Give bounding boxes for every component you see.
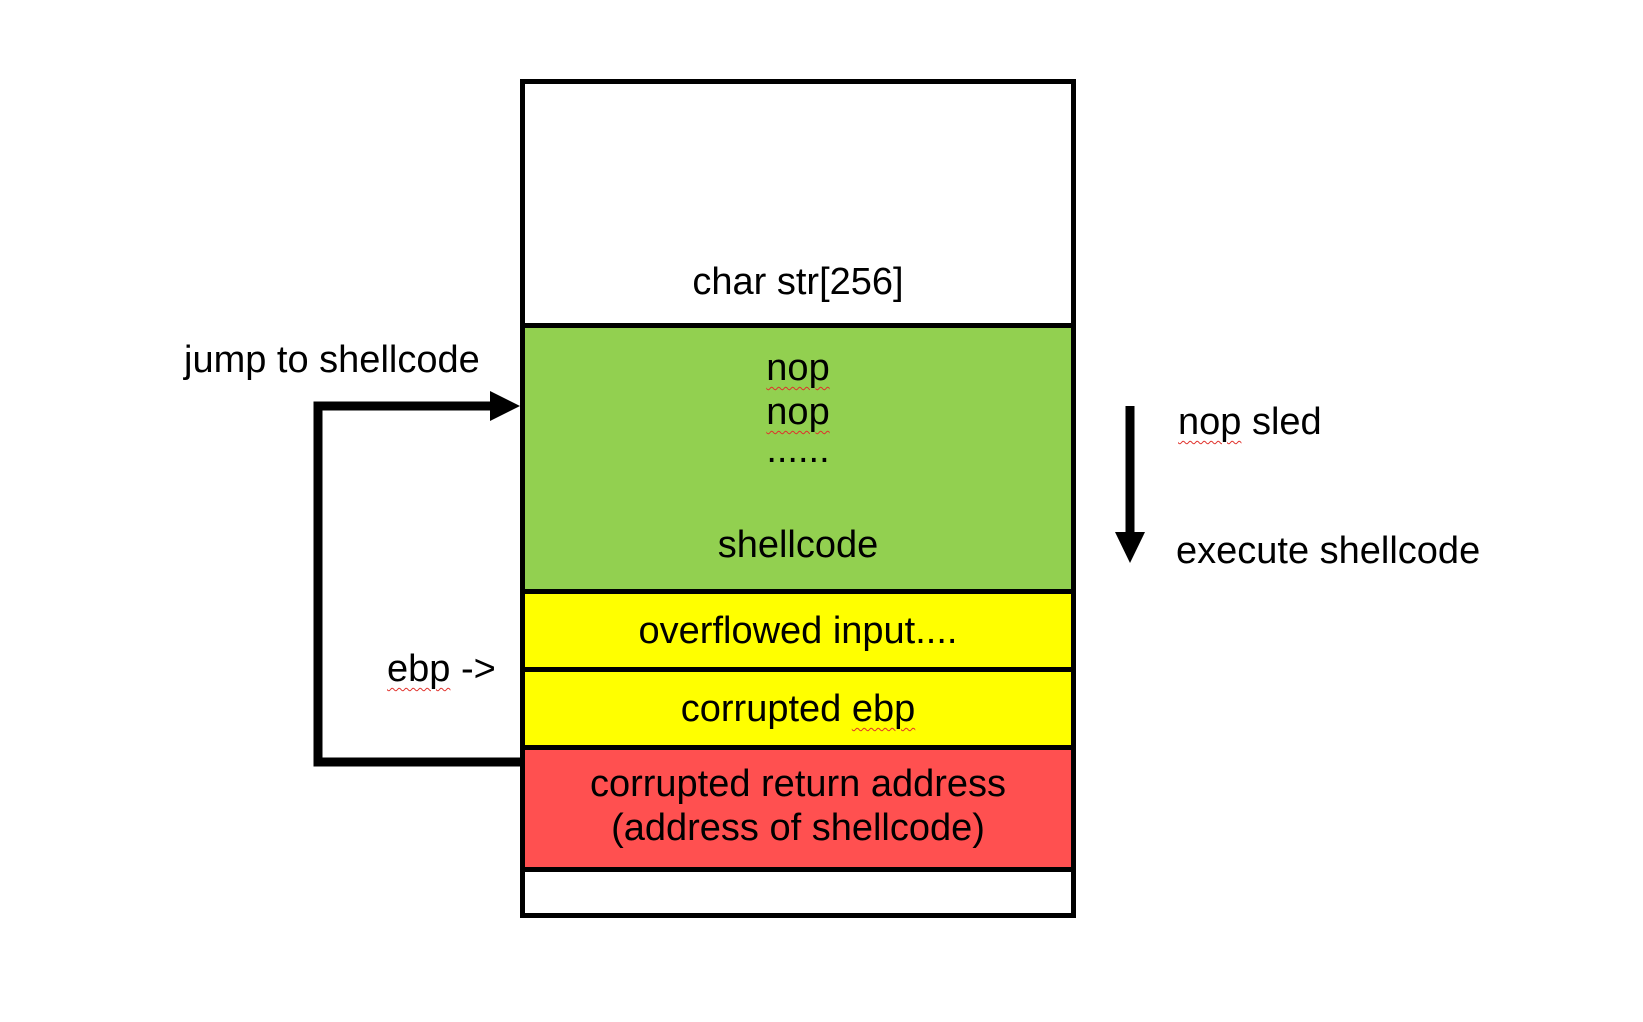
ebp-label-word: ebp: [851, 688, 916, 730]
ebp-pointer-arrow: ->: [450, 648, 496, 690]
ebp-label: corrupted ebp: [525, 687, 1071, 731]
nop-sled-word: nop: [1178, 401, 1242, 443]
down-arrow-icon: [1115, 406, 1145, 563]
execute-label: execute shellcode: [1176, 530, 1481, 572]
nop-line-2-text: nop: [766, 391, 830, 433]
ebp-label-prefix: corrupted: [680, 688, 852, 730]
nop-ellipsis: ......: [766, 429, 830, 471]
buffer-region: char str[256]: [525, 84, 1071, 323]
nop-sled-region: nop nop ...... shellcode: [525, 323, 1071, 589]
saved-ebp-region: corrupted ebp: [525, 667, 1071, 745]
nop-line-1: nop: [525, 346, 1071, 390]
ebp-pointer-label: ebp ->: [387, 647, 496, 691]
return-line-1: corrupted return address: [589, 763, 1007, 805]
nop-line-1-text: nop: [766, 347, 830, 389]
nop-line-2: nop: [525, 390, 1071, 434]
nop-sled-rest: sled: [1241, 401, 1322, 443]
jump-arrow-icon: [313, 391, 520, 767]
return-line-2: (address of shellcode): [611, 807, 985, 849]
buffer-label: char str[256]: [692, 261, 904, 303]
overflow-region: overflowed input....: [525, 589, 1071, 667]
jump-label: jump to shellcode: [184, 339, 480, 381]
shellcode-label: shellcode: [717, 524, 879, 566]
return-address-region: corrupted return address (address of she…: [525, 745, 1071, 867]
stack-frame: char str[256] nop nop ...... shellcode o…: [520, 79, 1076, 918]
ebp-pointer-word: ebp: [387, 648, 451, 690]
nop-sled-label: nop sled: [1178, 400, 1322, 444]
stack-bottom-region: [525, 867, 1071, 913]
overflow-label: overflowed input....: [638, 610, 958, 652]
